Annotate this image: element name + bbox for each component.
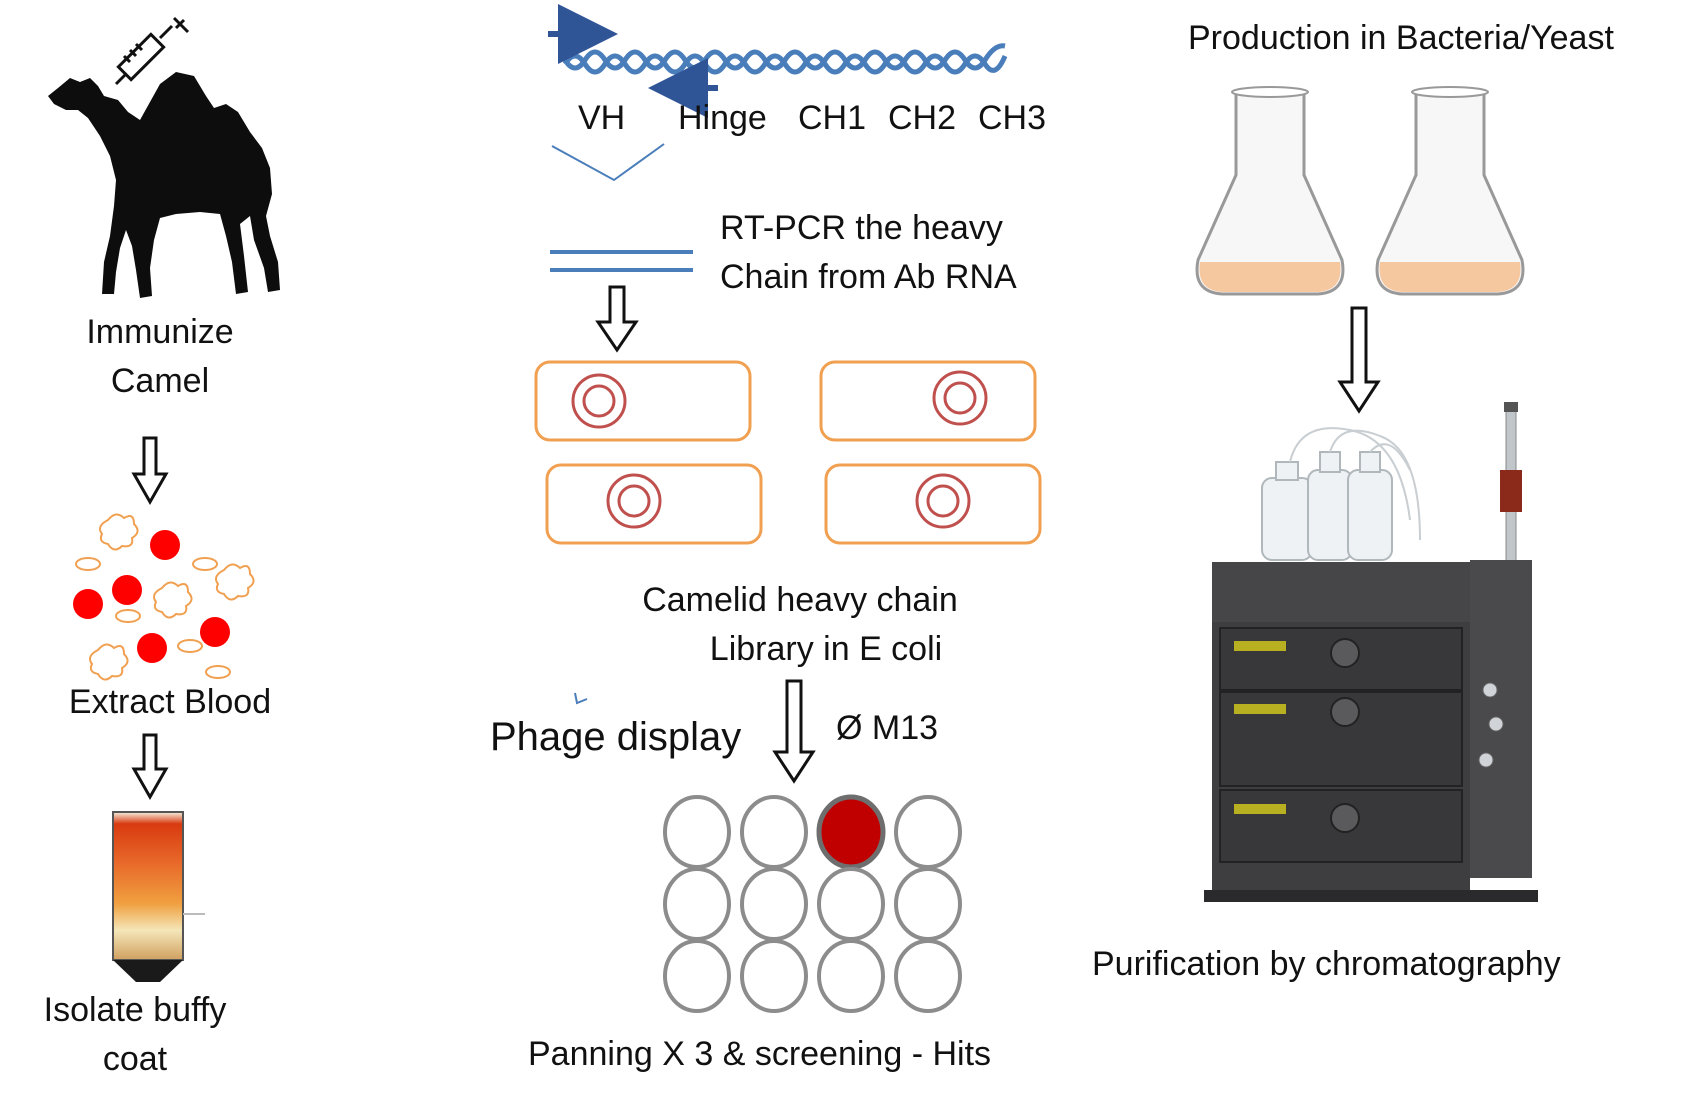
syringe-icon — [114, 16, 190, 86]
immunize-line-2: Camel — [110, 362, 210, 401]
well — [663, 939, 731, 1013]
bacterium — [545, 463, 763, 545]
bacterium — [824, 463, 1042, 545]
plasmid-icon — [571, 373, 627, 429]
rtpcr-line-2: Chain from Ab RNA — [720, 258, 1017, 297]
well — [894, 795, 962, 869]
segment-ch2: CH2 — [888, 99, 957, 137]
phage-display-label: Phage display — [490, 715, 742, 759]
dna-helix-icon — [562, 43, 1008, 75]
isolate-line-1: Isolate buffy — [43, 991, 227, 1029]
segment-hinge: Hinge — [678, 99, 767, 137]
panning-label: Panning X 3 & screening - Hits — [528, 1035, 992, 1073]
red-blood-cell — [73, 589, 103, 619]
down-arrow-icon — [772, 679, 816, 784]
well — [894, 867, 962, 941]
well-hit — [816, 794, 886, 870]
isolate-line-2: coat — [102, 1040, 168, 1079]
isolate-buffy-coat-label: Isolate buffy coat — [15, 986, 255, 1085]
erlenmeyer-flask-icon — [1195, 86, 1345, 296]
bacteria-cells — [534, 360, 1042, 545]
down-arrow-icon — [595, 285, 639, 353]
well — [740, 795, 808, 869]
segment-ch1: CH1 — [798, 99, 867, 137]
library-line-2: Library in E coli — [709, 630, 943, 669]
vh-bracket — [551, 143, 665, 182]
well — [663, 795, 731, 869]
library-line-1: Camelid heavy chain — [642, 581, 958, 619]
cdna-lines — [550, 250, 693, 272]
plasmid-icon — [606, 473, 662, 529]
phage-m13-label: Ø M13 — [836, 709, 939, 747]
rtpcr-label: RT-PCR the heavy Chain from Ab RNA — [720, 204, 1017, 303]
blood-cells — [73, 513, 255, 681]
plasmid-icon — [932, 370, 988, 426]
segment-vh: VH — [578, 99, 626, 137]
red-blood-cell — [112, 575, 142, 605]
extract-blood-label: Extract Blood — [68, 683, 272, 721]
chromatography-system-icon — [1204, 402, 1538, 902]
rtpcr-line-1: RT-PCR the heavy — [720, 209, 1003, 247]
well — [817, 939, 885, 1013]
well — [740, 939, 808, 1013]
erlenmeyer-flask-icon — [1375, 86, 1525, 296]
red-blood-cell — [200, 617, 230, 647]
well — [663, 867, 731, 941]
bacterium — [534, 360, 752, 442]
immunize-line-1: Immunize — [86, 313, 234, 351]
camel-icon — [48, 72, 280, 298]
red-blood-cell — [137, 633, 167, 663]
down-arrow-icon — [131, 733, 169, 801]
well-plate — [663, 794, 962, 1013]
well — [740, 867, 808, 941]
production-label: Production in Bacteria/Yeast — [1188, 19, 1614, 57]
well — [894, 939, 962, 1013]
bacterium — [819, 360, 1037, 442]
well — [817, 867, 885, 941]
centrifuge-tube-icon — [112, 811, 205, 982]
immunize-label: Immunize Camel — [40, 308, 280, 407]
library-label: Camelid heavy chain Library in E coli — [590, 576, 1010, 675]
purification-label: Purification by chromatography — [1092, 945, 1561, 983]
down-arrow-icon — [1337, 306, 1381, 414]
red-blood-cell — [150, 530, 180, 560]
down-arrow-icon — [131, 436, 169, 506]
plasmid-icon — [915, 473, 971, 529]
stray-mark — [574, 692, 588, 705]
segment-ch3: CH3 — [978, 99, 1047, 137]
